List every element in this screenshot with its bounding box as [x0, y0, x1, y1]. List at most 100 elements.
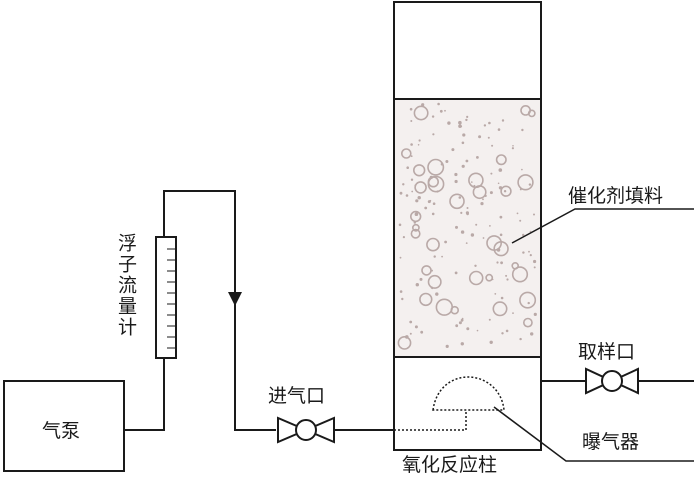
- packing-dot: [482, 198, 484, 201]
- packing-dot: [415, 283, 419, 287]
- pipe-pump-to-flowmeter: [124, 358, 165, 431]
- packing-dot: [447, 121, 451, 125]
- reactor-label: 氧化反应柱: [402, 454, 498, 476]
- packing-dot: [445, 344, 449, 348]
- packing-dot: [465, 159, 469, 163]
- packing-dot: [497, 128, 501, 131]
- packing-dot: [424, 206, 428, 210]
- packing-dot: [454, 172, 458, 177]
- packing-dot: [421, 103, 425, 107]
- packing-dot: [401, 297, 404, 301]
- packing-dot: [461, 164, 465, 168]
- packing-dot: [461, 317, 464, 320]
- packing-bubble: [410, 228, 421, 239]
- packing-dot: [458, 124, 462, 128]
- packing-bubble: [511, 266, 529, 283]
- packing-dot: [455, 225, 458, 229]
- packing-dot: [437, 102, 440, 106]
- packing-dot: [414, 325, 418, 329]
- packing-dot: [461, 141, 465, 145]
- packing-bubble: [500, 185, 512, 197]
- packing-bubble: [400, 148, 412, 159]
- packing-dot: [415, 199, 419, 203]
- packing-bubble: [449, 193, 465, 210]
- packing-dot: [471, 181, 473, 183]
- packing-bubble: [492, 301, 508, 317]
- packing-dot: [519, 219, 522, 222]
- packing-dot: [476, 329, 479, 332]
- packing-bubble: [468, 172, 484, 189]
- packing-bubble: [468, 270, 484, 286]
- packing-bubble: [413, 164, 426, 177]
- packing-dot: [466, 115, 469, 118]
- packing-dot: [441, 255, 443, 258]
- packing-dot: [433, 255, 436, 258]
- packing-dot: [429, 199, 432, 202]
- packing-dot: [460, 318, 464, 322]
- packing-dot: [497, 182, 500, 185]
- packing-dot: [444, 240, 447, 244]
- gas-inlet-label: 进气口: [268, 385, 326, 407]
- packing-dot: [494, 293, 497, 295]
- packing-dot: [402, 236, 405, 239]
- packing-dot: [402, 183, 405, 186]
- packing-dot: [530, 332, 534, 336]
- packing-dot: [475, 223, 478, 226]
- packing-dot: [466, 207, 469, 209]
- packing-dot: [410, 178, 414, 181]
- packing-bubble: [519, 291, 537, 309]
- packing-dot: [482, 237, 485, 239]
- packing-dot: [454, 271, 458, 275]
- packing-bubble: [511, 261, 520, 270]
- packing-dot: [439, 109, 443, 113]
- packing-dot: [501, 119, 505, 122]
- packing-dot: [466, 212, 469, 216]
- packing-bubble: [485, 273, 494, 282]
- packing-dot: [498, 168, 503, 172]
- packing-dot: [417, 196, 421, 200]
- packing-dot: [478, 135, 482, 139]
- packing-dot: [527, 301, 530, 305]
- packing-dot: [512, 312, 514, 314]
- packing-dot: [431, 115, 435, 118]
- packing-dot: [521, 168, 523, 171]
- packing-dot: [511, 147, 514, 150]
- packing-bubble: [397, 335, 412, 350]
- packing-dot: [466, 327, 470, 331]
- packing-bubble: [421, 265, 432, 276]
- flowmeter-label: 浮子流量计: [115, 233, 137, 338]
- flowmeter-tube: [155, 236, 177, 359]
- catalyst-packing-label: 催化剂填料: [568, 185, 664, 207]
- gas-pump-box: [3, 380, 125, 472]
- packing-dot: [432, 202, 436, 205]
- packing-dot: [533, 312, 537, 316]
- packing-bubble: [520, 105, 531, 116]
- packing-bubble: [495, 154, 507, 166]
- packing-dot: [488, 318, 491, 321]
- leader-catalyst: [511, 208, 694, 244]
- packing-bubble: [523, 317, 533, 328]
- packing-bubble: [419, 292, 433, 307]
- packing-dot: [410, 143, 413, 146]
- leader-aerator: [493, 406, 694, 462]
- packing-bubble: [426, 237, 440, 252]
- packing-dot: [519, 337, 522, 341]
- packing-dot: [406, 166, 410, 169]
- flowmeter-scale: [167, 248, 176, 349]
- packing-dot: [505, 329, 509, 333]
- catalyst-packing-zone: [395, 99, 540, 357]
- packing-dot: [458, 196, 462, 199]
- aerator-feed-pipe: [394, 410, 467, 431]
- packing-dot: [489, 340, 493, 344]
- packing-dot: [419, 277, 423, 281]
- aerator-label: 曝气器: [582, 431, 640, 453]
- packing-bubble: [413, 105, 429, 121]
- packing-dot: [490, 172, 493, 175]
- packing-dot: [500, 296, 504, 300]
- packing-dot: [489, 225, 491, 227]
- packing-dot: [488, 121, 491, 125]
- packing-dot: [499, 233, 503, 237]
- packing-dot: [465, 118, 468, 122]
